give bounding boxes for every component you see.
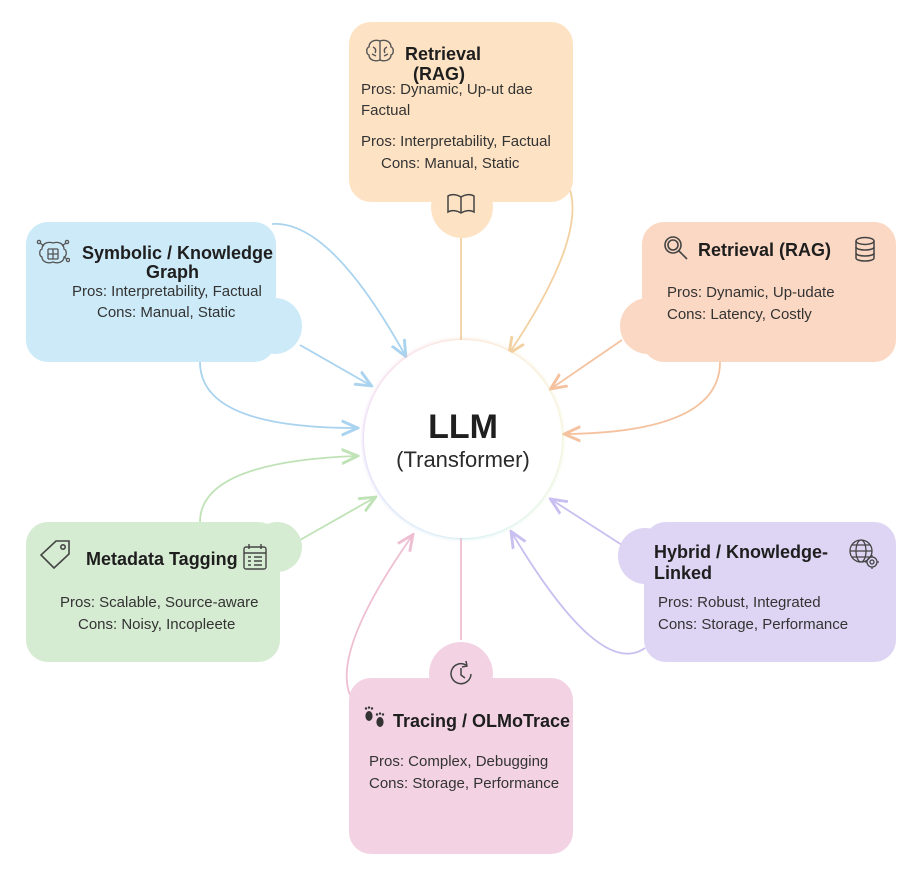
node-tab xyxy=(248,298,302,354)
calendar-icon xyxy=(242,543,268,576)
brain-icon xyxy=(364,38,396,69)
footprints-icon xyxy=(362,705,388,736)
node-pros: Pros: Interpretability, Factual xyxy=(72,283,262,300)
node-cons: Cons: Manual, Static xyxy=(97,304,236,321)
globe-gear-icon xyxy=(846,536,882,577)
node-title: Hybrid / Knowledge- xyxy=(654,542,829,562)
node-pros: Pros: Dynamic, Up-ut dae xyxy=(361,81,533,98)
node-tab xyxy=(618,528,672,584)
node-cons: Cons: Latency, Costly xyxy=(667,306,812,323)
brain-network-icon xyxy=(36,238,71,273)
node-tab xyxy=(431,176,493,238)
node-pros: Pros: Dynamic, Up-udate xyxy=(667,284,835,301)
node-cons: Cons: Storage, Performance xyxy=(369,775,560,792)
node-pros: Pros: Robust, Integrated xyxy=(658,594,821,611)
clock-icon xyxy=(446,659,476,694)
node-title: Linked xyxy=(654,563,713,583)
node-title: Tracing / OLMoTrace xyxy=(393,711,571,731)
node-title: Retrieval xyxy=(405,44,482,64)
node-title: Retrieval (RAG) xyxy=(698,240,832,260)
node-title: (RAG) xyxy=(413,64,465,84)
magnifier-icon xyxy=(662,234,690,267)
node-cons: Cons: Manual, Static xyxy=(381,155,520,172)
node-cons: Cons: Noisy, Incopleete xyxy=(78,616,236,633)
book-icon xyxy=(446,193,476,220)
node-card xyxy=(642,222,896,362)
hub-subtitle: (Transformer) xyxy=(396,447,530,472)
node-title: Symbolic / Knowledge xyxy=(82,243,274,263)
node-cons: Cons: Storage, Performance xyxy=(658,616,849,633)
node-tab xyxy=(620,298,676,354)
node-title: Metadata Tagging xyxy=(86,549,238,569)
tag-icon xyxy=(38,538,72,575)
node-card xyxy=(349,22,573,202)
node-pros: Pros: Complex, Debugging xyxy=(369,753,549,770)
node-card xyxy=(26,222,276,362)
database-icon xyxy=(853,236,877,269)
node-pros: Pros: Interpretability, Factual xyxy=(361,133,551,150)
node-card xyxy=(349,678,573,854)
node-pros: Pros: Scalable, Source-aware xyxy=(60,594,259,611)
node-title: Graph xyxy=(146,262,200,282)
node-pros: Factual xyxy=(361,102,411,119)
hub-circle xyxy=(370,346,556,532)
hub-title: LLM xyxy=(428,408,498,446)
